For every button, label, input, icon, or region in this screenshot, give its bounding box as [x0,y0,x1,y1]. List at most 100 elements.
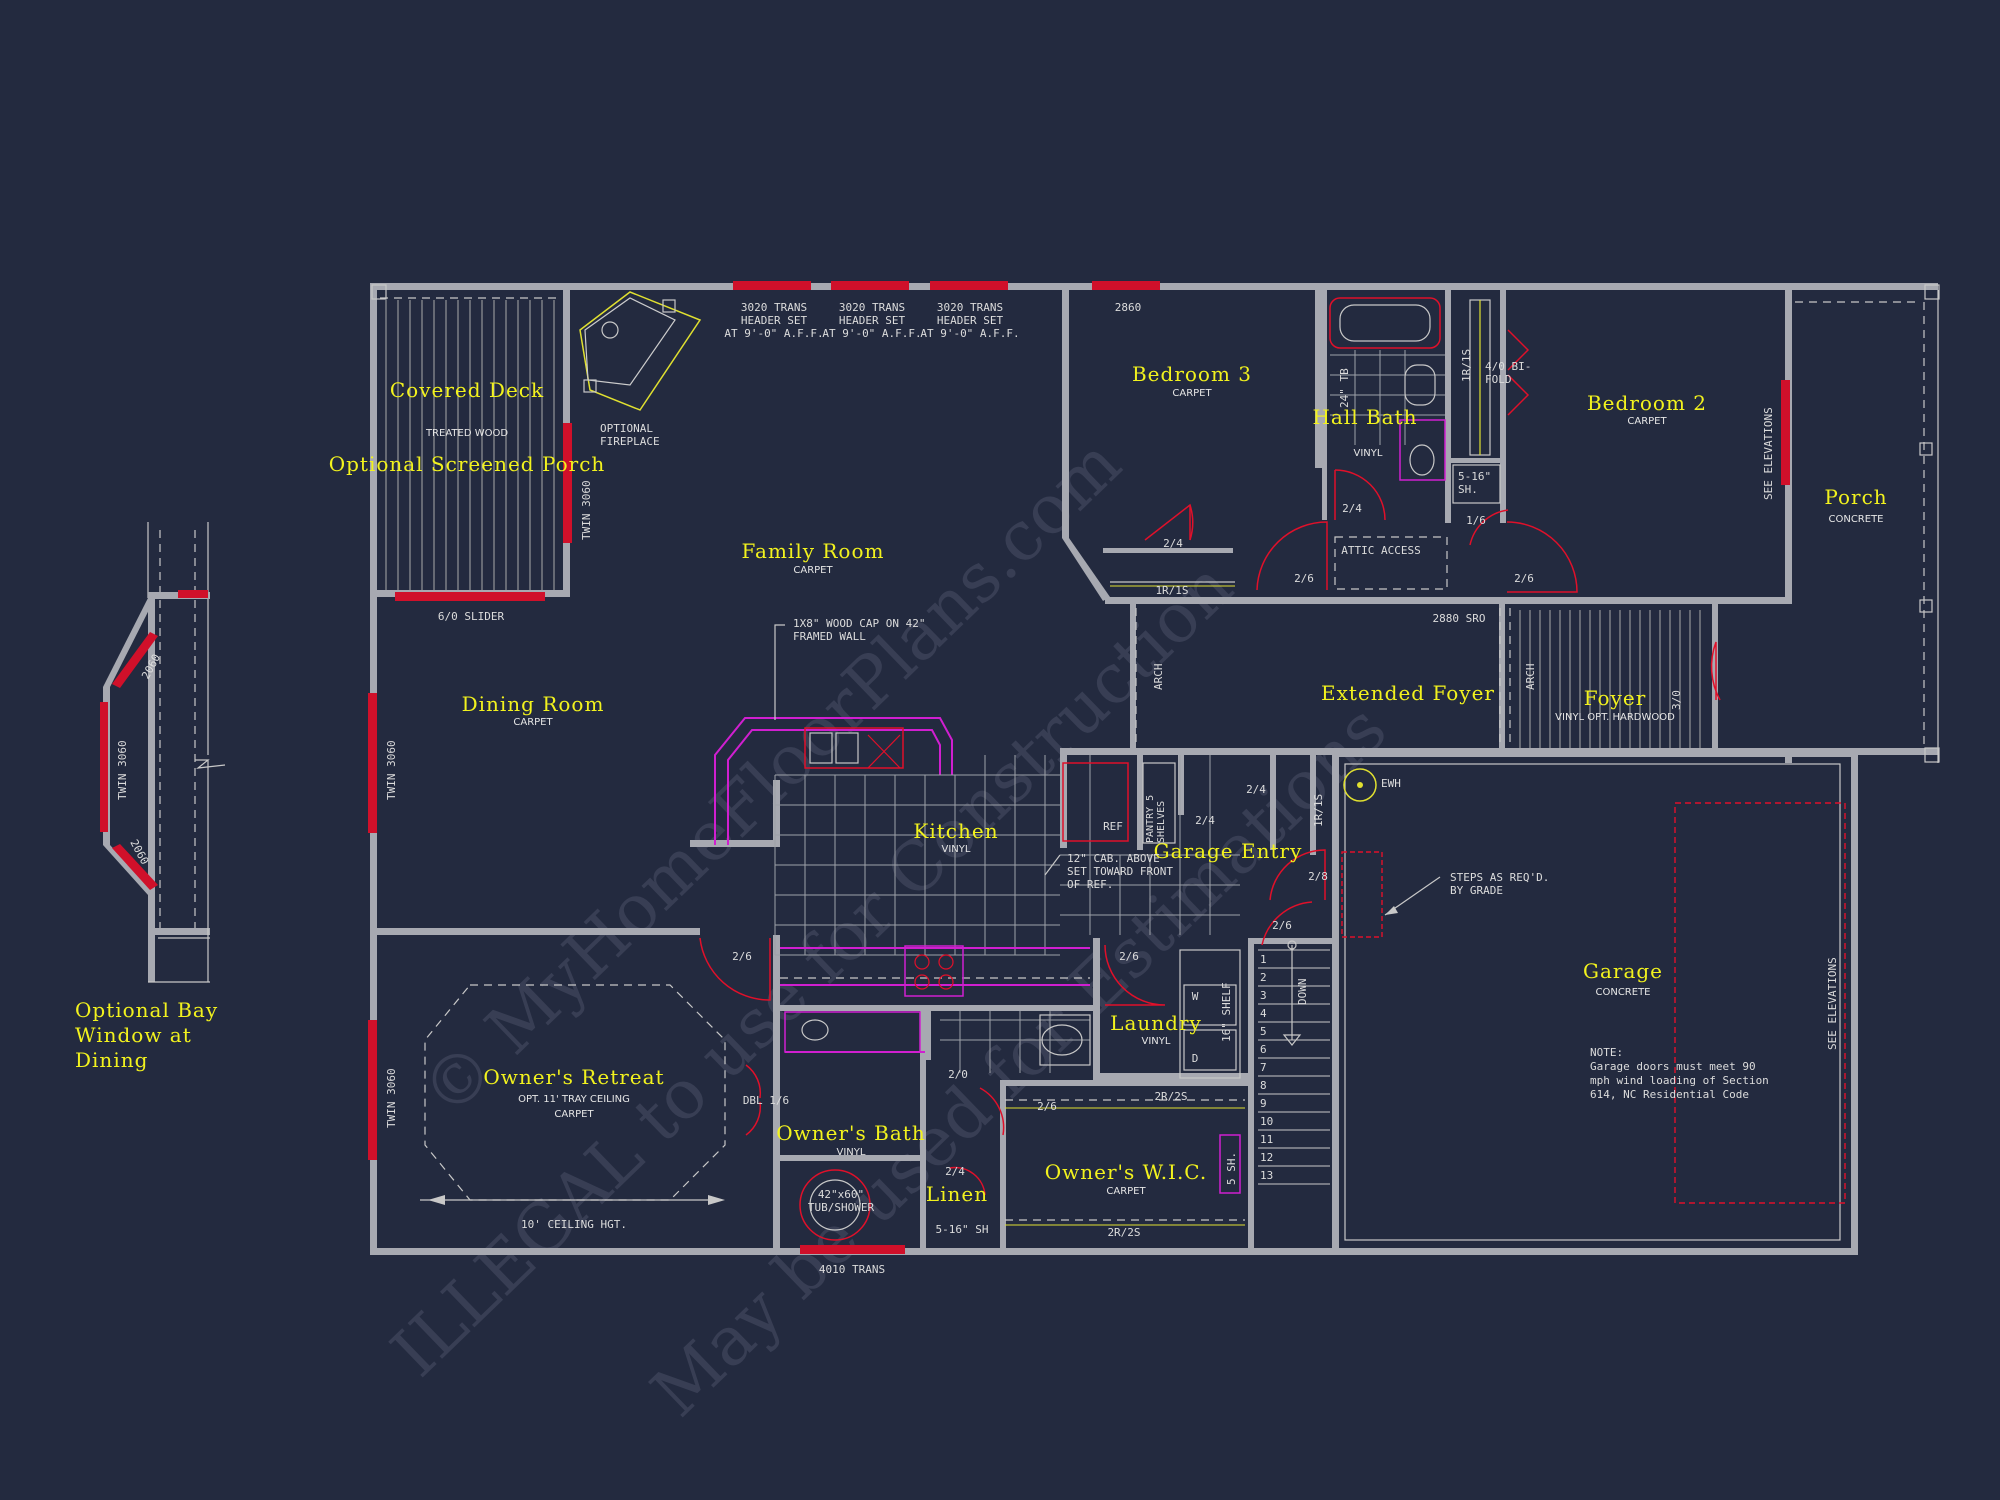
laundry-material: VINYL [1142,1036,1171,1047]
bay-window-option [100,522,226,983]
room-labels: Covered Deck TREATED WOOD Optional Scree… [329,362,1887,1206]
trans-4010: 4010 TRANS [819,1263,885,1276]
family-room-label: Family Room [742,539,885,563]
garage-material: CONCRETE [1595,987,1650,998]
bifold-note: 4/0 BI-FOLD [1485,360,1531,386]
owners-retreat-note: OPT. 11' TRAY CEILING [518,1094,630,1105]
foyer-label: Foyer [1584,686,1647,710]
steps-note: STEPS AS REQ'D. BY GRADE [1450,871,1549,897]
wic-rod-bottom: 2R/2S [1107,1226,1140,1239]
stair-number: 5 [1260,1025,1267,1038]
laundry-label: Laundry [1110,1011,1202,1035]
tray-ceiling [420,984,726,1205]
owners-retreat-material: CARPET [554,1109,594,1120]
double-door: DBL 1/6 [743,1094,789,1107]
door-garage: 2/8 [1308,870,1328,883]
windows [368,281,1790,1254]
covered-deck [371,284,562,590]
door-laundry: 2/6 [1119,950,1139,963]
annotations: 3020 TRANS HEADER SET AT 9'-0" A.F.F. 30… [385,301,1839,1276]
trans-window-3: 3020 TRANS [937,301,1003,314]
door-ge: 2/6 [1272,919,1292,932]
laundry-fixtures [1005,944,1245,1226]
owners-bath-fixtures [745,1011,1091,1241]
stair-number: 13 [1260,1169,1273,1182]
stair-number: 7 [1260,1061,1267,1074]
bedroom2-label: Bedroom 2 [1587,391,1707,415]
window-2860: 2860 [1115,301,1142,314]
stairs [1258,940,1330,1185]
covered-deck-material: TREATED WOOD [425,428,508,439]
foyer-stripes [1135,608,1701,748]
trans-window-3-aff: AT 9'-0" A.F.F. [920,327,1019,340]
dining-room-material: CARPET [513,717,553,728]
trans-window-2: 3020 TRANS [839,301,905,314]
door-hall-bath: 2/4 [1342,502,1362,515]
door-bed3-closet: 2/4 [1163,537,1183,550]
wic-rod-top: 2R/2S [1154,1090,1187,1103]
trans-window-1-aff: AT 9'-0" A.F.F. [724,327,823,340]
door-front: 3/0 [1670,690,1683,710]
door-owners: 2/6 [732,950,752,963]
foyer-material: VINYL OPT. HARDWOOD [1555,712,1675,723]
stair-number: 9 [1260,1097,1267,1110]
bedroom-doors [1110,503,1721,701]
garage [1261,763,1846,1241]
porch-material: CONCRETE [1828,514,1883,525]
bedroom3-label: Bedroom 3 [1132,362,1252,386]
fireplace [579,291,702,411]
door-bed2: 2/6 [1514,572,1534,585]
leaders [774,624,1061,876]
porch-label: Porch [1824,485,1887,509]
trans-window-3-header: HEADER SET [937,314,1004,327]
garage-label: Garage [1583,959,1663,983]
door-pantry: 2/4 [1195,814,1215,827]
stair-number: 1 [1260,953,1267,966]
trans-window-1: 3020 TRANS [741,301,807,314]
twin3060-deck: TWIN 3060 [580,480,593,540]
stair-number: 8 [1260,1079,1267,1092]
door-linen: 1/6 [1466,514,1486,527]
tb-note: 24" TB [1338,368,1351,408]
linen-shelves: 5-16" SH [936,1223,989,1236]
bay-window-title: Optional Bay Window at Dining [75,998,219,1072]
trans-window-2-aff: AT 9'-0" A.F.F. [822,327,921,340]
slider-note: 6/0 SLIDER [438,610,505,623]
covered-deck-label: Covered Deck [390,378,544,402]
stairs-down: DOWN [1296,979,1309,1006]
bifold-door [1507,329,1530,416]
garage-note-1: NOTE: [1590,1046,1623,1059]
door-ge-closet: 2/4 [1246,783,1266,796]
bedroom3-material: CARPET [1172,388,1212,399]
wood-cap-note: 1X8" WOOD CAP ON 42" FRAMED WALL [793,617,925,643]
stair-number: 11 [1260,1133,1273,1146]
stair-number: 4 [1260,1007,1267,1020]
owners-wic-material: CARPET [1106,1186,1146,1197]
screened-porch-label: Optional Screened Porch [329,452,606,476]
bay-window-twin: TWIN 3060 [116,740,129,800]
twin3060-dining: TWIN 3060 [385,740,398,800]
dryer-label: D [1192,1052,1199,1065]
garage-note-3: mph wind loading of Section [1590,1074,1769,1087]
hall-bath-fixtures [1329,297,1501,521]
closet-rs-bed3: 1R/1S [1155,584,1188,597]
owners-bath-material: VINYL [837,1147,866,1158]
stair-number: 12 [1260,1151,1273,1164]
trans-window-2-header: HEADER SET [839,314,906,327]
kitchen-material: VINYL [942,844,971,855]
owners-wic-label: Owner's W.I.C. [1045,1160,1208,1184]
hall-bath-label: Hall Bath [1312,405,1417,429]
twin3060-owner: TWIN 3060 [385,1068,398,1128]
kitchen [699,717,1240,1001]
family-room-material: CARPET [793,565,833,576]
door-wc: 2/0 [948,1068,968,1081]
door-bed3: 2/6 [1294,572,1314,585]
ref-label: REF [1103,820,1123,833]
garage-note-4: 614, NC Residential Code [1590,1088,1749,1101]
see-elevations-garage: SEE ELEVATIONS [1826,957,1839,1050]
arch-right: ARCH [1524,664,1537,691]
pantry-note: PANTRY 5 SHELVES [1145,795,1167,843]
closet-rs-bed2: 1R/1S [1460,349,1473,382]
